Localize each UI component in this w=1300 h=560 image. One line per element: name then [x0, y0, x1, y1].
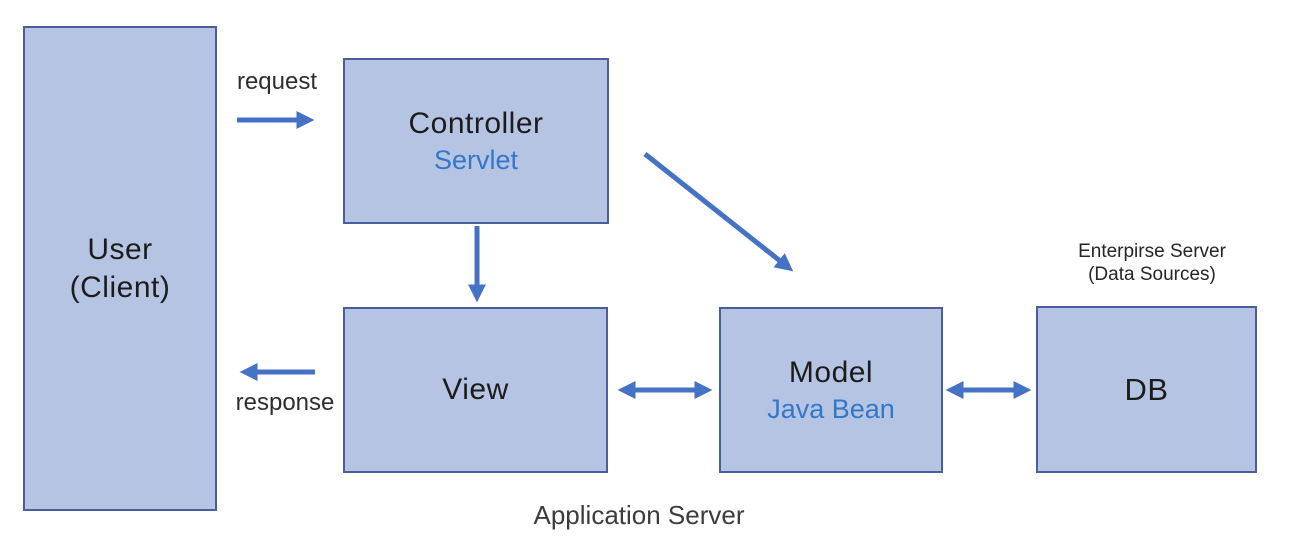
- controller-box-title: Controller: [408, 107, 544, 140]
- db-box: DB: [1036, 306, 1257, 473]
- enterprise-server-label-line2: (Data Sources): [1088, 264, 1216, 285]
- model-box-subtitle: Java Bean: [767, 394, 895, 424]
- enterprise-server-label: Enterpirse Server (Data Sources): [1032, 240, 1272, 286]
- controller-box-subtitle: Servlet: [433, 145, 519, 175]
- user-client-box: User (Client): [23, 26, 217, 511]
- model-box: Model Java Bean: [719, 307, 943, 473]
- user-box-subtitle: (Client): [69, 270, 171, 304]
- controller-to-model-arrow: [643, 152, 794, 272]
- application-server-label: Application Server: [533, 500, 745, 530]
- controller-box: Controller Servlet: [343, 58, 609, 224]
- request-label: request: [236, 68, 318, 95]
- view-box-title: View: [442, 373, 509, 406]
- response-label: response: [235, 389, 335, 416]
- user-box-title: User: [87, 232, 153, 266]
- model-box-title: Model: [788, 356, 874, 389]
- db-box-title: DB: [1124, 371, 1169, 407]
- view-box: View: [343, 307, 608, 473]
- enterprise-server-label-line1: Enterpirse Server: [1078, 241, 1226, 262]
